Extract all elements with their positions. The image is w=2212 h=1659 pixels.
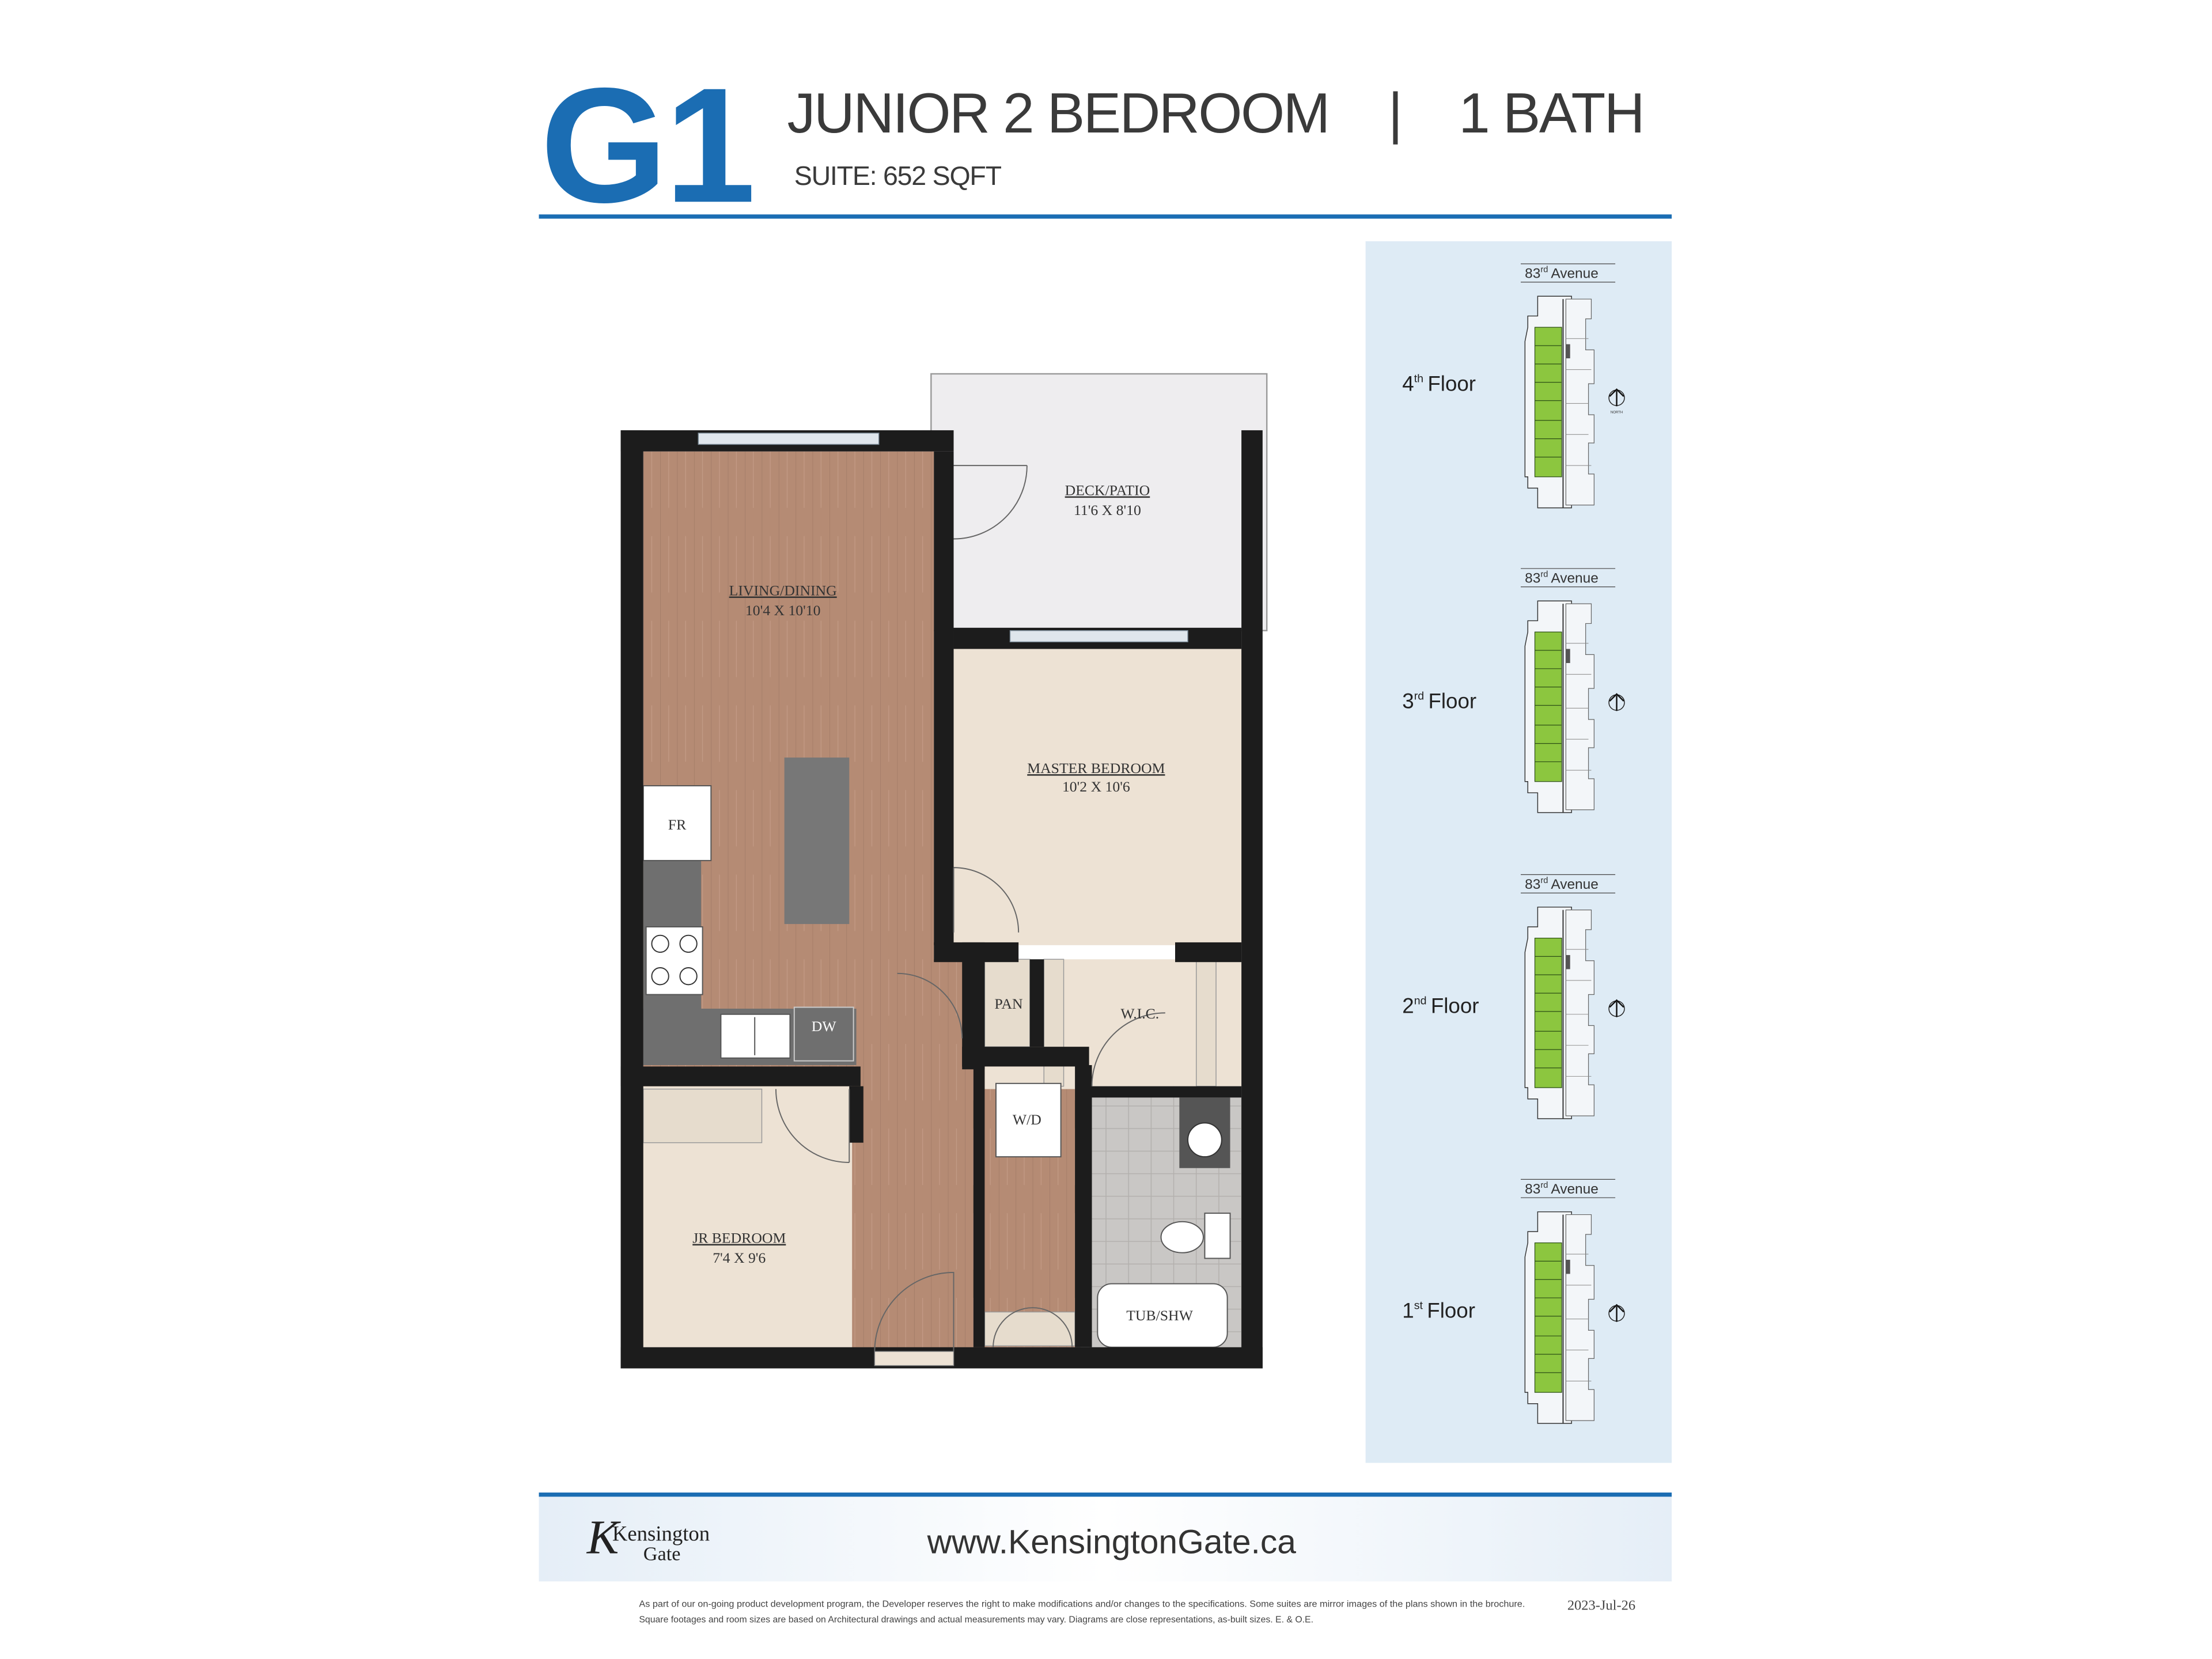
kensington-gate-logo: K Kensington Gate [586,1511,710,1565]
room-size-jr-bedroom: 7'4 X 9'6 [713,1249,766,1266]
svg-text:NORTH: NORTH [1611,411,1623,415]
revision-date: 2023-Jul-26 [1567,1597,1635,1613]
deck-area [930,373,1268,631]
room-name-jr-bedroom: JR BEDROOM [692,1230,786,1247]
master-bedroom-floor [953,649,1242,945]
svg-text:Kensington: Kensington [612,1521,710,1545]
unit-code: G1 [540,54,753,237]
label-dishwasher: DW [812,1018,837,1035]
label-pantry: PAN [994,995,1022,1012]
toilet [1160,1221,1204,1253]
label-wic: W.I.C. [1120,1005,1159,1022]
unit-type: JUNIOR 2 BEDROOM [787,81,1329,145]
washer-dryer [995,1082,1062,1158]
kitchen-island [784,757,850,925]
pantry [984,959,1031,1047]
bath-count: 1 BATH [1459,81,1643,145]
room-name-living-dining: LIVING/DINING [729,582,837,599]
website-link[interactable]: www.KensingtonGate.ca [927,1523,1297,1560]
room-size-living-dining: 10'4 X 10'10 [745,602,821,619]
room-size-master: 10'2 X 10'6 [1062,778,1130,795]
header-rule [539,214,1672,219]
room-name-master: MASTER BEDROOM [1027,760,1165,777]
label-tub: TUB/SHW [1126,1307,1193,1324]
suite-size: SUITE: 652 SQFT [794,161,1002,191]
room-name-deck: DECK/PATIO [1065,482,1150,499]
fridge [642,785,712,861]
kitchen-sink [720,1013,791,1059]
key-plan-panel [1365,241,1672,1463]
footer-rule [539,1493,1672,1497]
header-separator: | [1388,81,1403,145]
label-fridge: FR [668,816,687,833]
label-washer-dryer: W/D [1013,1111,1041,1128]
room-size-deck: 11'6 X 8'10 [1074,502,1141,518]
disclaimer-line-2: Square footages and room sizes are based… [639,1615,1313,1624]
footer-band [539,1497,1672,1582]
dishwasher [793,1006,854,1062]
svg-text:Gate: Gate [643,1543,681,1565]
svg-text:K: K [586,1511,622,1564]
disclaimer-line-1: As part of our on-going product developm… [639,1599,1525,1609]
bathtub [1097,1283,1228,1348]
